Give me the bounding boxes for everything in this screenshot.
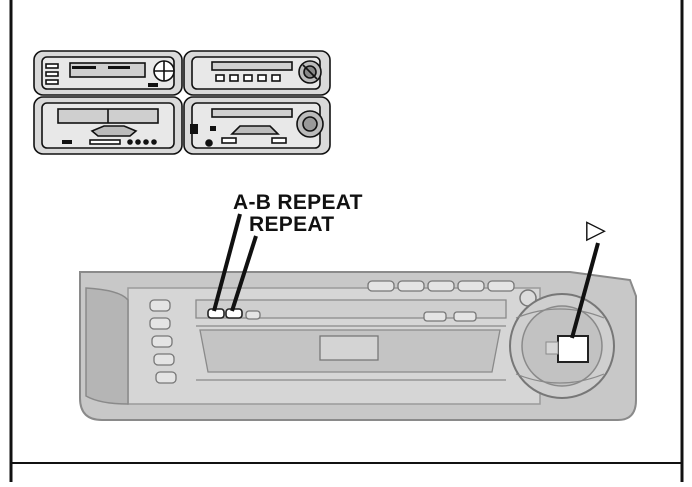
system-overview-icon [33, 50, 331, 155]
ab-repeat-leader [212, 213, 242, 312]
play-button[interactable] [557, 335, 589, 363]
ab-repeat-label: A-B REPEAT [233, 191, 363, 214]
repeat-label: REPEAT [249, 213, 335, 236]
play-symbol-icon: ▷ [586, 214, 607, 244]
play-leader [570, 242, 600, 339]
cd-deck-panel [79, 271, 637, 421]
repeat-leader [230, 235, 258, 312]
